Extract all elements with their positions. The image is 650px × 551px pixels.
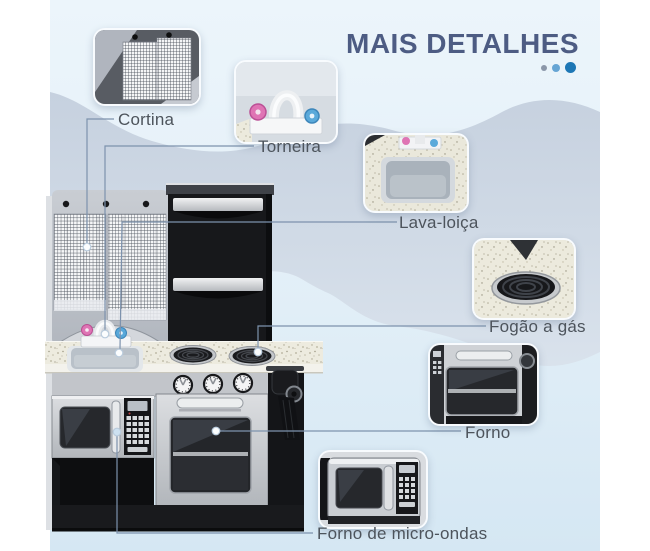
kitchen-microwave bbox=[51, 395, 155, 459]
callout-card-cortina bbox=[93, 28, 201, 106]
callout-card-forno bbox=[428, 343, 539, 426]
page-title: MAIS DETALHES bbox=[346, 28, 580, 59]
dot-small-icon bbox=[541, 64, 547, 71]
kitchen-sink bbox=[67, 346, 143, 372]
feature-label-forno: Forno bbox=[465, 423, 511, 442]
kitchen-shelf-unit bbox=[166, 183, 274, 348]
kitchen-control-knobs bbox=[172, 372, 254, 396]
title-decoration-dots bbox=[541, 62, 576, 73]
kitchen-oven bbox=[155, 393, 269, 508]
kitchen-base bbox=[52, 505, 304, 531]
callout-card-lava-loica bbox=[363, 133, 469, 213]
feature-label-torneira: Torneira bbox=[258, 137, 322, 156]
callout-connectors bbox=[86, 118, 486, 534]
feature-label-cortina: Cortina bbox=[118, 110, 175, 129]
kitchen-towel-holder bbox=[266, 366, 304, 440]
callout-anchor-dots bbox=[82, 242, 263, 437]
kitchen-curtain bbox=[53, 213, 167, 321]
feature-label-lava-loica: Lava-loiça bbox=[399, 213, 479, 232]
callout-card-fogao bbox=[472, 238, 576, 320]
callout-card-torneira bbox=[234, 60, 338, 144]
callout-card-micro-ondas bbox=[318, 450, 428, 529]
kitchen-playset-illustration bbox=[45, 183, 323, 532]
feature-label-fogao: Fogão a gás bbox=[489, 317, 586, 336]
dot-large-icon bbox=[565, 62, 576, 73]
feature-label-micro-ondas: Forno de micro-ondas bbox=[317, 524, 488, 543]
kitchen-open-shelf bbox=[52, 458, 154, 508]
dot-medium-icon bbox=[552, 63, 560, 72]
